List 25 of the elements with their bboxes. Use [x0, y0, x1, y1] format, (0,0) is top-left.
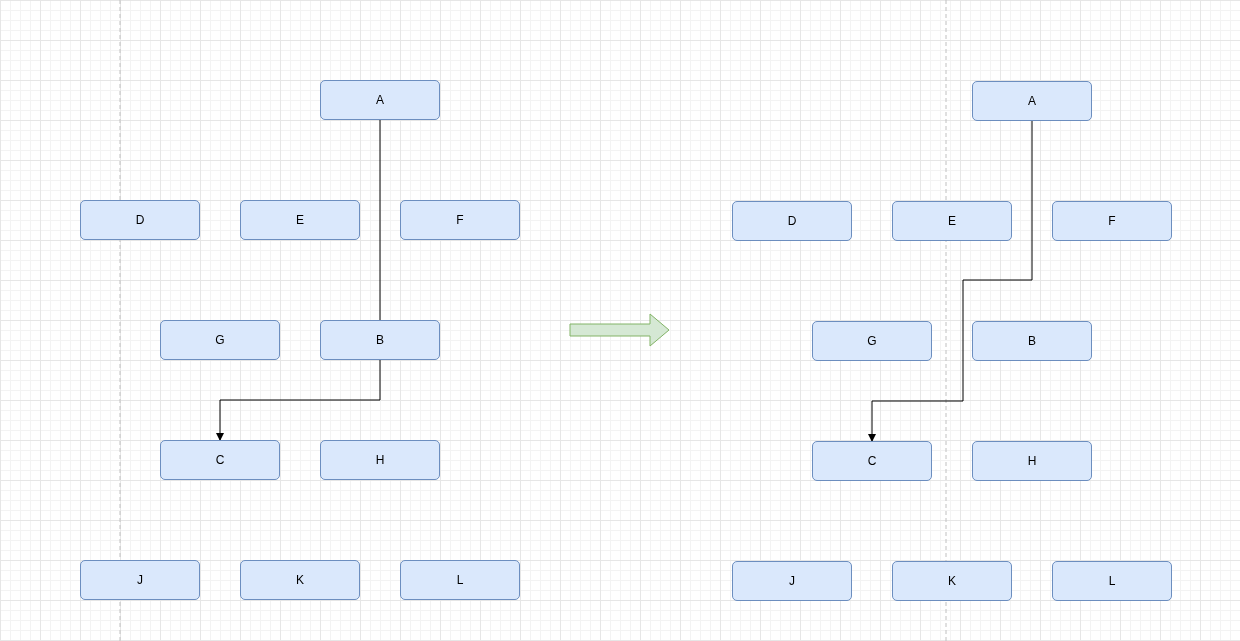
process-box: L: [1052, 561, 1172, 601]
process-box: F: [400, 200, 520, 240]
process-box: J: [80, 560, 200, 600]
process-box: G: [812, 321, 932, 361]
process-box: A: [320, 80, 440, 120]
process-box: K: [892, 561, 1012, 601]
process-box: B: [320, 320, 440, 360]
process-box: C: [812, 441, 932, 481]
arrow: [216, 359, 381, 441]
process-box: D: [80, 200, 200, 240]
process-box: L: [400, 560, 520, 600]
process-box: H: [320, 440, 440, 480]
process-box: C: [160, 440, 280, 480]
process-box: F: [1052, 201, 1172, 241]
arrow: [868, 120, 1033, 442]
process-box: D: [732, 201, 852, 241]
process-box: A: [972, 81, 1092, 121]
process-box: B: [972, 321, 1092, 361]
process-box: E: [892, 201, 1012, 241]
process-box: E: [240, 200, 360, 240]
process-box: K: [240, 560, 360, 600]
connector-line: [379, 119, 381, 321]
process-box: J: [732, 561, 852, 601]
process-box: G: [160, 320, 280, 360]
process-box: H: [972, 441, 1092, 481]
